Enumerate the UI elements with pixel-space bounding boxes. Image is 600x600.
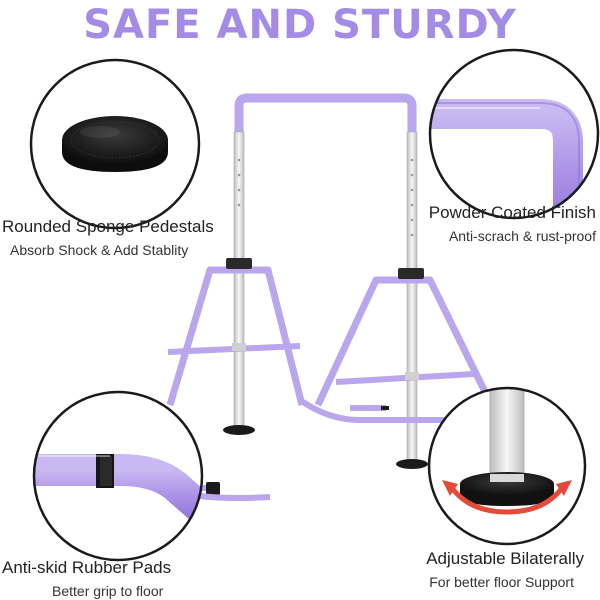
feature-heading: Anti-skid Rubber Pads xyxy=(2,558,172,577)
feature-sponge-pedestals: Rounded Sponge Pedestals Absorb Shock & … xyxy=(2,217,214,259)
page-title: SAFE AND STURDY xyxy=(83,2,517,48)
feature-adjustable-bilaterally: Adjustable Bilaterally For better floor … xyxy=(426,549,584,591)
detail-circle-rubber-pads xyxy=(32,390,204,562)
feature-subtext: Better grip to floor xyxy=(52,583,164,599)
feature-heading: Rounded Sponge Pedestals xyxy=(2,217,214,236)
rotate-arrow-icon xyxy=(442,480,572,515)
feature-heading: Adjustable Bilaterally xyxy=(426,549,584,568)
detail-circle-powder-coat xyxy=(428,48,600,220)
feature-rubber-pads: Anti-skid Rubber Pads Better grip to flo… xyxy=(2,558,171,600)
feature-powder-coated: Powder Coated Finish Anti-scrach & rust-… xyxy=(429,203,596,245)
feature-subtext: For better floor Support xyxy=(429,574,574,590)
detail-circle-adjustable-foot xyxy=(427,386,587,546)
feature-heading: Powder Coated Finish xyxy=(428,203,596,222)
feature-subtext: Anti-scrach & rust-proof xyxy=(448,228,596,244)
feature-subtext: Absorb Shock & Add Stablity xyxy=(10,242,189,258)
detail-circle-sponge-pedestal xyxy=(29,58,201,230)
